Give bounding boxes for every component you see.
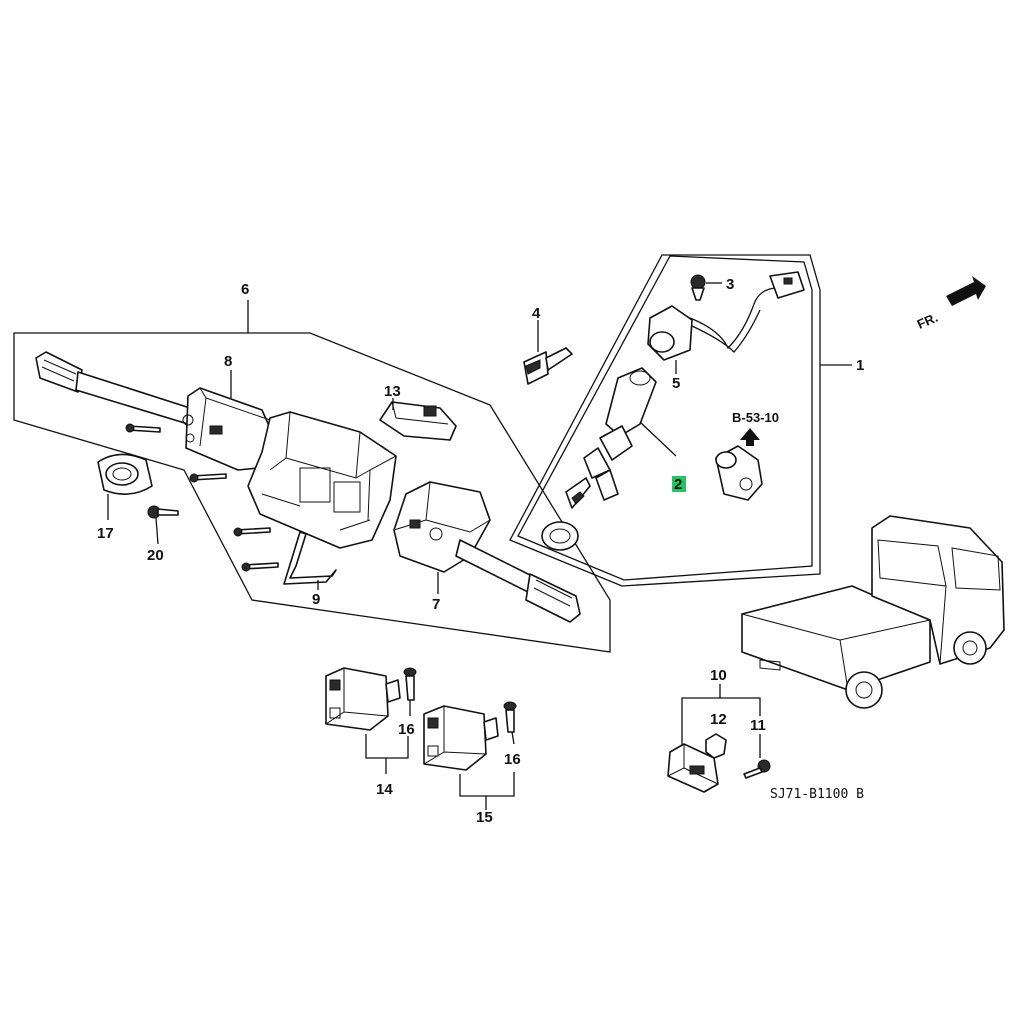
callout-3[interactable]: 3 — [726, 276, 734, 293]
callout-13[interactable]: 13 — [384, 383, 401, 400]
arrow-right-icon — [946, 276, 986, 306]
callout-9[interactable]: 9 — [312, 591, 320, 608]
callout-15[interactable]: 15 — [476, 809, 493, 826]
reference-label[interactable]: B-53-10 — [732, 410, 779, 425]
truck-illustration — [741, 515, 1005, 709]
callout-16a[interactable]: 16 — [398, 721, 415, 738]
part-13-sub-switch[interactable] — [379, 398, 457, 441]
part-14-switch[interactable] — [325, 667, 409, 774]
callout-11[interactable]: 11 — [750, 717, 766, 734]
part-16-clip-a[interactable] — [403, 667, 417, 701]
callout-20[interactable]: 20 — [147, 547, 164, 564]
part-10-assembly-leader — [681, 684, 761, 746]
front-direction-indicator — [946, 276, 986, 306]
part-10-bracket[interactable] — [667, 743, 719, 793]
callout-16b[interactable]: 16 — [504, 751, 521, 768]
callout-1[interactable]: 1 — [856, 357, 864, 374]
callout-4[interactable]: 4 — [532, 305, 541, 322]
assembly-6-frame — [13, 300, 611, 653]
up-arrow-icon — [740, 428, 760, 446]
callout-6[interactable]: 6 — [241, 281, 249, 298]
screw-set-left — [125, 423, 279, 572]
part-20-screw[interactable] — [147, 505, 179, 519]
part-5-ignition-switch[interactable] — [647, 271, 805, 361]
part-9-bracket[interactable] — [283, 531, 337, 585]
part-16-clip-b[interactable] — [503, 701, 517, 733]
callout-7[interactable]: 7 — [432, 596, 440, 613]
part-3-shear-bolt[interactable] — [690, 274, 722, 301]
callout-2[interactable]: 2 — [674, 476, 682, 493]
callout-17[interactable]: 17 — [97, 525, 114, 542]
part-4-key[interactable] — [523, 320, 573, 385]
diagram-code: SJ71-B1100 B — [770, 787, 864, 802]
callout-12[interactable]: 12 — [710, 711, 727, 728]
callout-labels: 6 8 13 17 20 9 7 4 3 5 2 1 10 12 11 16 1… — [97, 276, 864, 826]
direction-label: FR. — [915, 310, 940, 332]
leader-lines — [107, 360, 677, 745]
callout-14[interactable]: 14 — [376, 781, 393, 798]
callout-10[interactable]: 10 — [710, 667, 727, 684]
switch-body-center[interactable] — [247, 411, 397, 549]
callout-8[interactable]: 8 — [224, 353, 232, 370]
part-8-switch-lever[interactable] — [35, 351, 271, 471]
part-2-key-cylinder[interactable] — [541, 367, 677, 551]
reference-part-b5310[interactable] — [715, 428, 763, 501]
part-11-screw[interactable] — [743, 734, 771, 779]
part-15-switch[interactable] — [423, 705, 515, 810]
assembly-1-frame — [509, 254, 852, 587]
part-12-switch-knob[interactable] — [705, 733, 727, 759]
part-7-lever-switch[interactable] — [393, 481, 581, 623]
callout-5[interactable]: 5 — [672, 375, 680, 392]
part-17-cancel-sleeve[interactable] — [97, 453, 153, 495]
callout-2-highlight — [672, 476, 686, 492]
